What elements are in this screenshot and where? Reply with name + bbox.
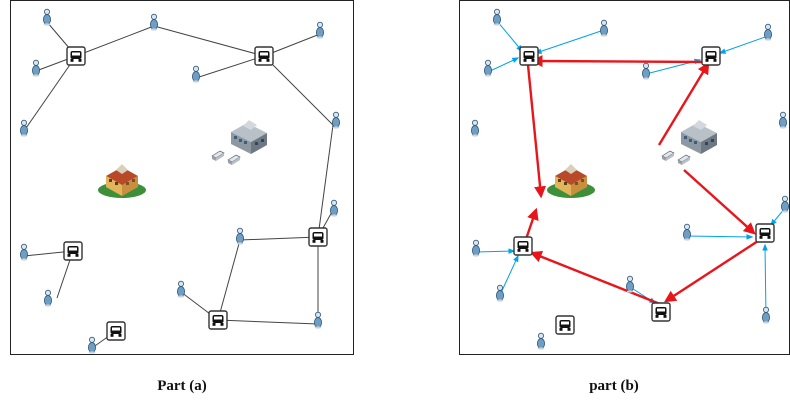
parked-buses-icon <box>211 150 241 166</box>
depot-building-icon <box>231 120 267 154</box>
person-icon <box>235 227 245 246</box>
person-icon <box>329 199 339 218</box>
panel-b <box>470 8 790 351</box>
person-icon <box>19 119 29 138</box>
person-icon <box>43 289 53 308</box>
person-icon <box>495 284 505 303</box>
panel-a-road-lines <box>23 21 334 349</box>
bus-stop-icon <box>555 315 575 335</box>
bus-stop-icon <box>106 321 126 341</box>
person-icon <box>492 8 502 27</box>
bus-stop-icon <box>66 46 86 66</box>
person-icon <box>191 65 201 84</box>
bus-stop-icon <box>63 241 83 261</box>
person-icon <box>19 243 29 262</box>
caption-part-a: Part (a) <box>157 378 207 394</box>
person-icon <box>625 275 635 294</box>
person-icon <box>313 311 323 330</box>
person-icon <box>149 13 159 32</box>
person-icon <box>315 21 325 40</box>
caption-part-b: part (b) <box>589 378 639 394</box>
parked-buses-icon <box>661 150 691 166</box>
person-icon <box>778 111 788 130</box>
bus-stop-icon <box>513 236 533 256</box>
bus-stop-icon <box>254 46 274 66</box>
bus-stop-icon <box>701 46 721 66</box>
person-icon <box>641 62 651 81</box>
person-icon <box>331 111 341 130</box>
depot-building-icon <box>681 120 717 154</box>
bus-stop-icon <box>755 223 775 243</box>
panel-a-buildings <box>98 120 267 198</box>
person-icon <box>471 239 481 258</box>
person-icon <box>483 59 493 78</box>
panel-b-bus-route <box>523 55 759 306</box>
person-icon <box>761 306 771 325</box>
person-icon <box>470 119 480 138</box>
panel-a <box>19 8 341 355</box>
person-icon <box>31 59 41 78</box>
person-icon <box>42 8 52 27</box>
school-building-icon <box>98 164 146 198</box>
bus-stop-icon <box>208 310 228 330</box>
bus-stop-icon <box>651 302 671 322</box>
panel-b-buildings <box>547 120 717 198</box>
person-icon <box>763 23 773 42</box>
person-icon <box>682 223 692 242</box>
person-icon <box>599 19 609 38</box>
person-icon <box>780 195 790 214</box>
person-icon <box>87 336 97 355</box>
bus-stop-icon <box>519 46 539 66</box>
bus-stop-icon <box>308 227 328 247</box>
panel-b-people <box>470 8 790 351</box>
person-icon <box>176 280 186 299</box>
person-icon <box>536 332 546 351</box>
school-building-icon <box>547 164 595 198</box>
